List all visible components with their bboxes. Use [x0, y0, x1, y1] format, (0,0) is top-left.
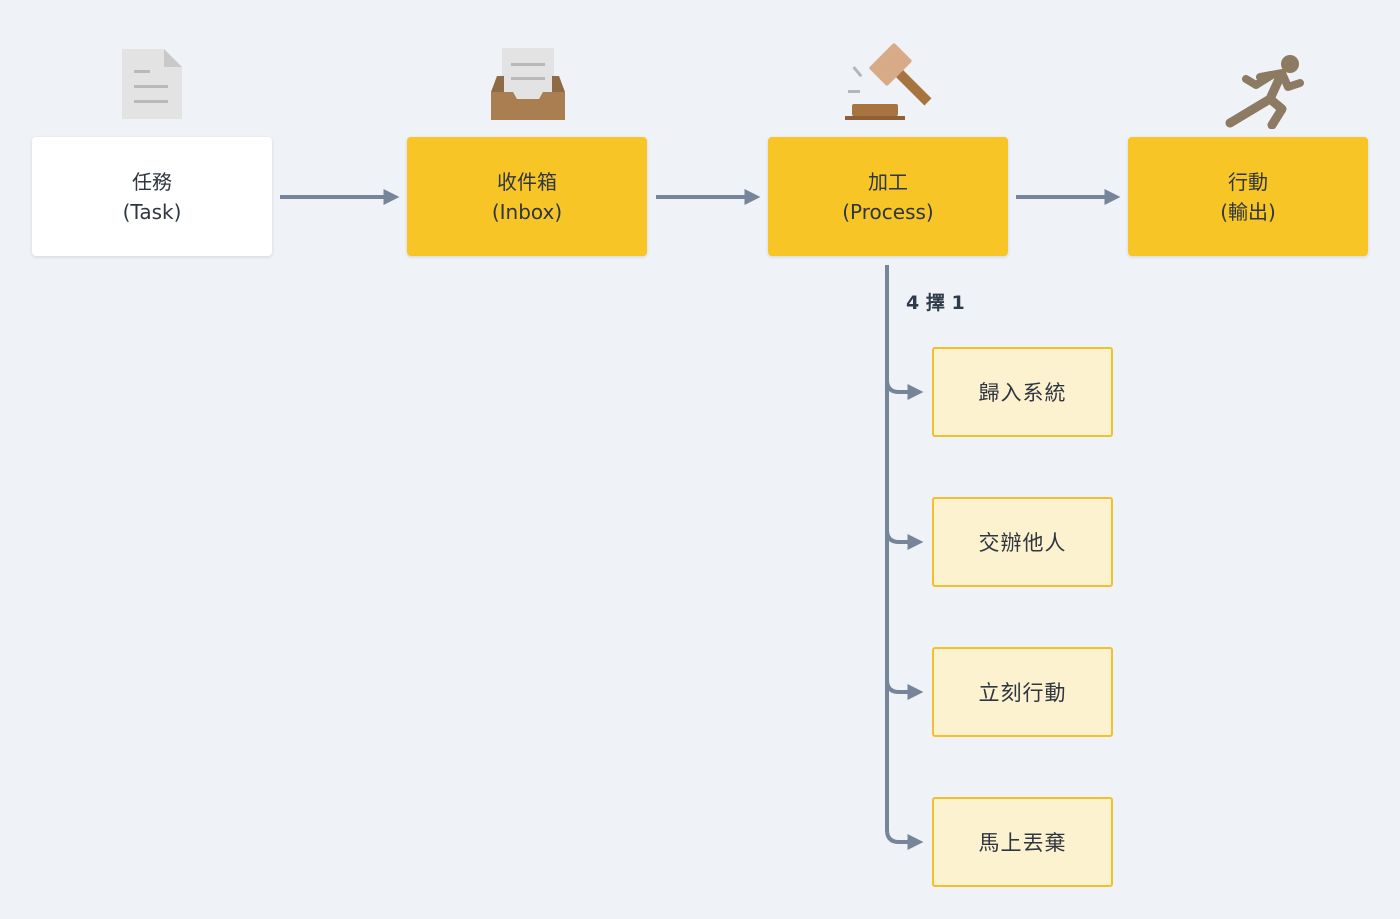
node-inbox-title: 收件箱: [497, 169, 557, 194]
branch-arrow-2: [885, 529, 924, 550]
option-delegate: 交辦他人: [932, 497, 1113, 587]
node-process: 加工 (Process): [768, 137, 1008, 256]
node-task-subtitle: (Task): [122, 199, 182, 224]
gavel-icon: [845, 43, 932, 120]
branch-arrow-1: [885, 379, 924, 400]
node-task-title: 任務: [132, 169, 172, 194]
node-inbox: 收件箱 (Inbox): [407, 137, 647, 256]
node-process-title: 加工: [868, 169, 908, 194]
node-inbox-subtitle: (Inbox): [491, 199, 563, 224]
document-icon: [122, 49, 182, 119]
node-action-subtitle: (輸出): [1220, 199, 1276, 224]
inbox-tray-icon: [491, 48, 565, 120]
option-file-into-system: 歸入系統: [932, 347, 1113, 437]
node-action: 行動 (輸出): [1128, 137, 1368, 256]
branch-arrow-3: [885, 679, 924, 700]
option-act-now: 立刻行動: [932, 647, 1113, 737]
option-discard: 馬上丟棄: [932, 797, 1113, 887]
running-person-icon: [1225, 55, 1304, 129]
node-process-subtitle: (Process): [842, 199, 934, 224]
node-action-title: 行動: [1228, 169, 1268, 194]
branch-trunk: [885, 265, 900, 844]
node-task: 任務 (Task): [32, 137, 272, 256]
branch-label: 4 擇 1: [906, 292, 965, 314]
